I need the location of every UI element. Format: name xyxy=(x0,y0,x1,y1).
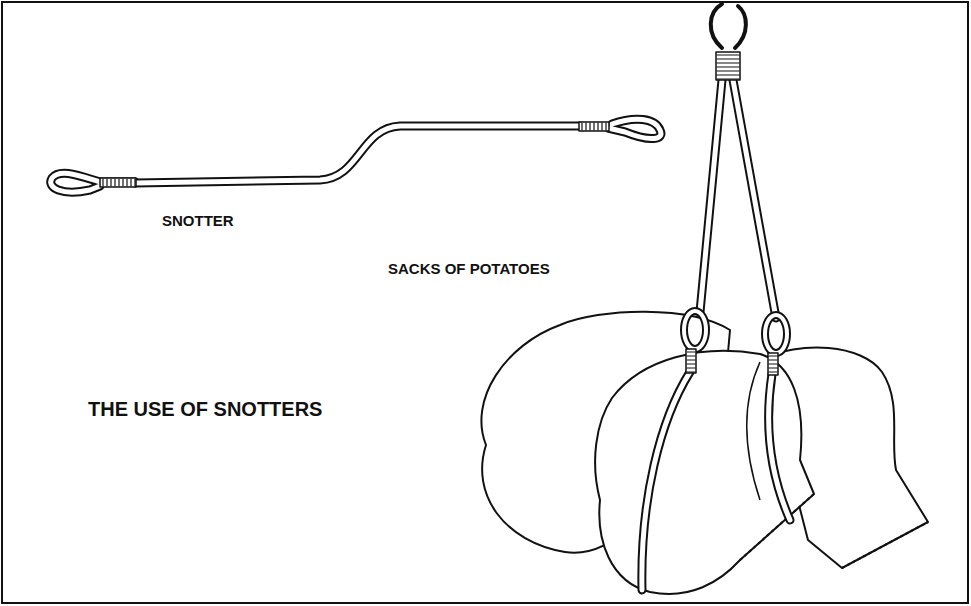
whipping-turn xyxy=(717,62,739,63)
whipping-turn xyxy=(106,179,107,186)
whipping-turn xyxy=(717,78,739,79)
whipping-turn xyxy=(110,179,111,186)
whipping-turn xyxy=(769,359,777,360)
slung-snotter xyxy=(642,4,790,590)
whipping-turn xyxy=(687,355,695,356)
diagram-title: THE USE OF SNOTTERS xyxy=(88,398,322,421)
whipping-turn xyxy=(769,371,777,372)
whipping-turn xyxy=(717,58,739,59)
whipping-turn xyxy=(769,363,777,364)
snotter-drawing xyxy=(51,119,661,192)
whipping-turn xyxy=(687,371,695,372)
whipping-turn xyxy=(122,179,123,186)
whipping-turn xyxy=(717,74,739,75)
whipping-turn xyxy=(114,179,115,186)
whipping-turn xyxy=(581,123,582,130)
whipping-turn xyxy=(687,359,695,360)
part-label: SACKS OF POTATOES xyxy=(388,260,550,277)
whipping-turn xyxy=(593,123,594,130)
whipping-turn xyxy=(126,179,127,186)
whipping-turn xyxy=(717,66,739,67)
whipping-turn xyxy=(102,179,103,186)
whipping-turn xyxy=(717,70,739,71)
whipping-turn xyxy=(589,123,590,130)
whipping-turn xyxy=(717,54,739,55)
whipping-turn xyxy=(597,123,598,130)
whipping-turn xyxy=(687,351,695,352)
whipping-turn xyxy=(605,123,606,130)
whipping-turn xyxy=(687,367,695,368)
whipping-turn xyxy=(601,123,602,130)
whipping-turn xyxy=(585,123,586,130)
whipping-turn xyxy=(769,367,777,368)
whipping-turn xyxy=(687,363,695,364)
whipping-turn xyxy=(769,355,777,356)
part-label: SNOTTER xyxy=(162,212,234,229)
potato-sacks xyxy=(481,312,928,594)
whipping-turn xyxy=(134,179,135,186)
whipping-turn xyxy=(130,179,131,186)
whipping-turn xyxy=(118,179,119,186)
